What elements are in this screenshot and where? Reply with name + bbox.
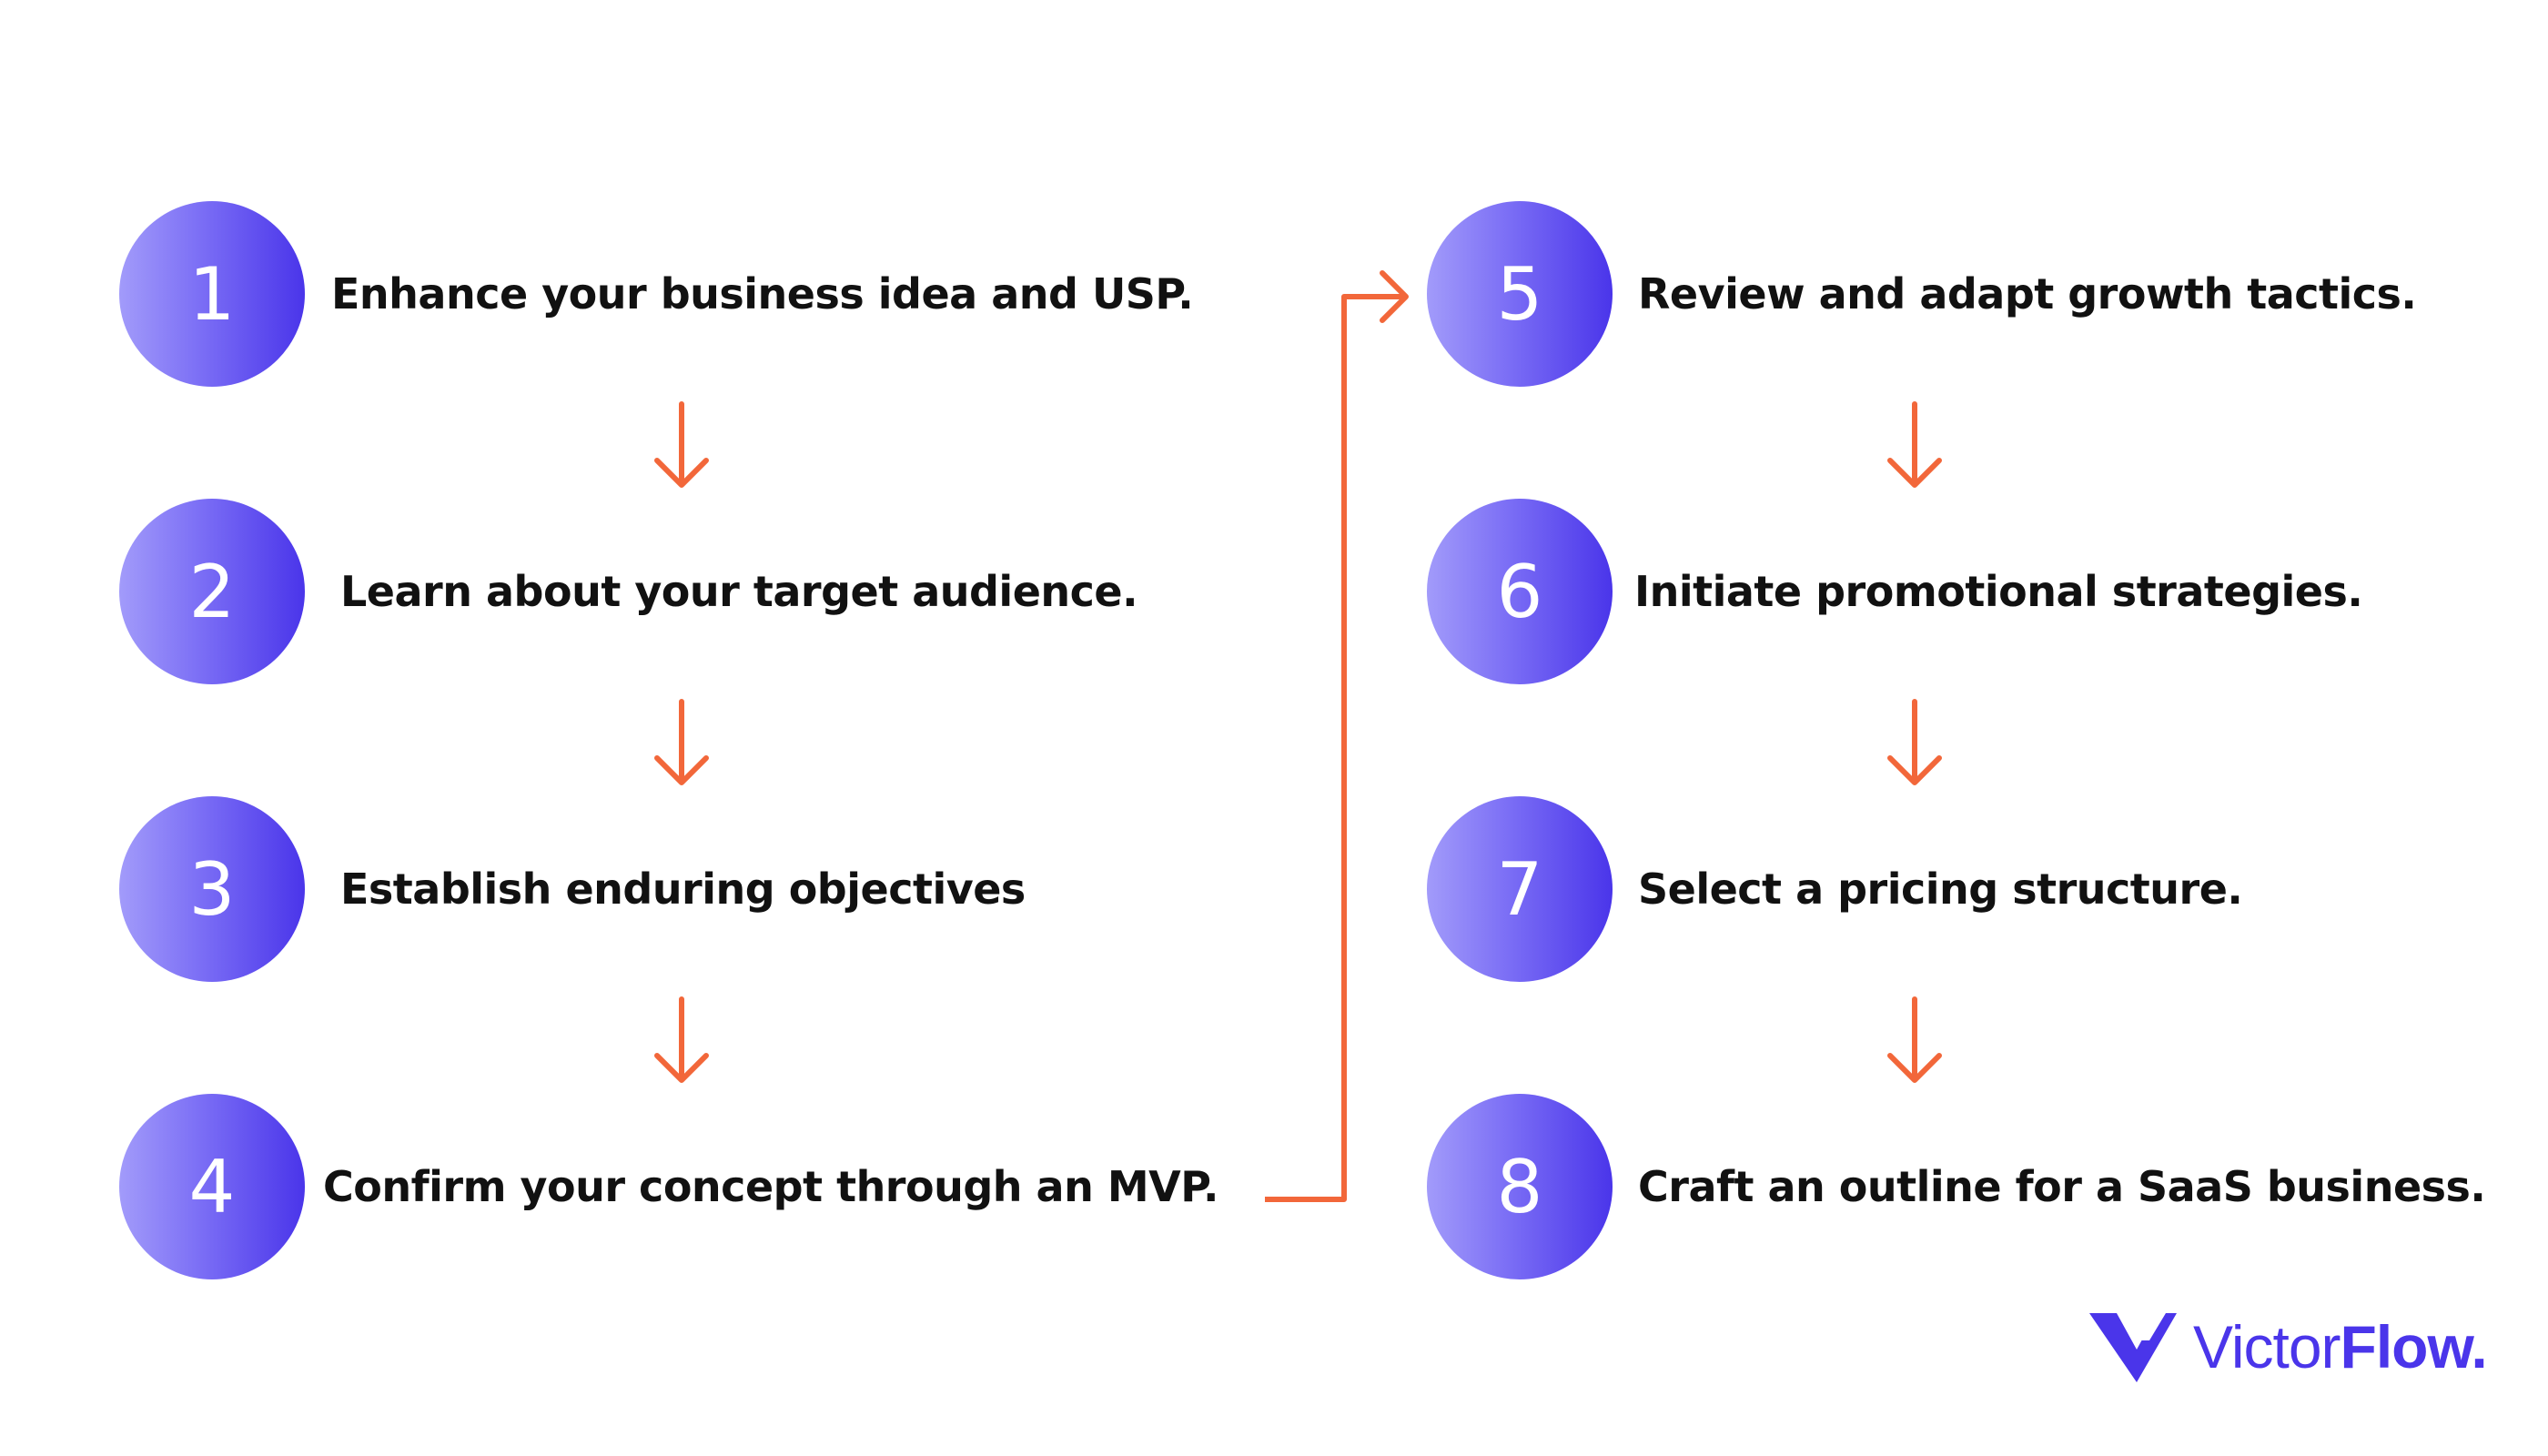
- step-number-circle: 4: [119, 1094, 305, 1279]
- arrow-down-icon: [1887, 401, 1942, 488]
- victorflow-logo-icon: [2089, 1313, 2177, 1382]
- step-label: Review and adapt growth tactics.: [1638, 269, 2417, 318]
- arrow-down-icon: [654, 996, 709, 1083]
- step-number-circle: 8: [1427, 1094, 1613, 1279]
- brand-wordmark-part2: Flow.: [2340, 1313, 2488, 1380]
- step-number-circle: 2: [119, 499, 305, 684]
- step-label: Initiate promotional strategies.: [1634, 567, 2363, 616]
- arrow-down-icon: [1887, 996, 1942, 1083]
- step-label: Enhance your business idea and USP.: [331, 269, 1194, 318]
- step-number-circle: 5: [1427, 201, 1613, 387]
- brand-wordmark: VictorFlow.: [2193, 1312, 2488, 1381]
- step-number-circle: 7: [1427, 796, 1613, 982]
- step-label: Craft an outline for a SaaS business.: [1638, 1162, 2486, 1211]
- step-label: Learn about your target audience.: [340, 567, 1138, 616]
- victorflow-logo: VictorFlow.: [2089, 1310, 2488, 1383]
- step-label: Select a pricing structure.: [1638, 864, 2243, 914]
- brand-wordmark-part1: Victor: [2193, 1313, 2341, 1380]
- step-number-circle: 1: [119, 201, 305, 387]
- step-number-circle: 6: [1427, 499, 1613, 684]
- arrow-down-icon: [654, 699, 709, 785]
- step-label: Confirm your concept through an MVP.: [323, 1162, 1218, 1211]
- arrow-down-icon: [1887, 699, 1942, 785]
- step-label: Establish enduring objectives: [340, 864, 1026, 914]
- arrow-down-icon: [654, 401, 709, 488]
- step-number-circle: 3: [119, 796, 305, 982]
